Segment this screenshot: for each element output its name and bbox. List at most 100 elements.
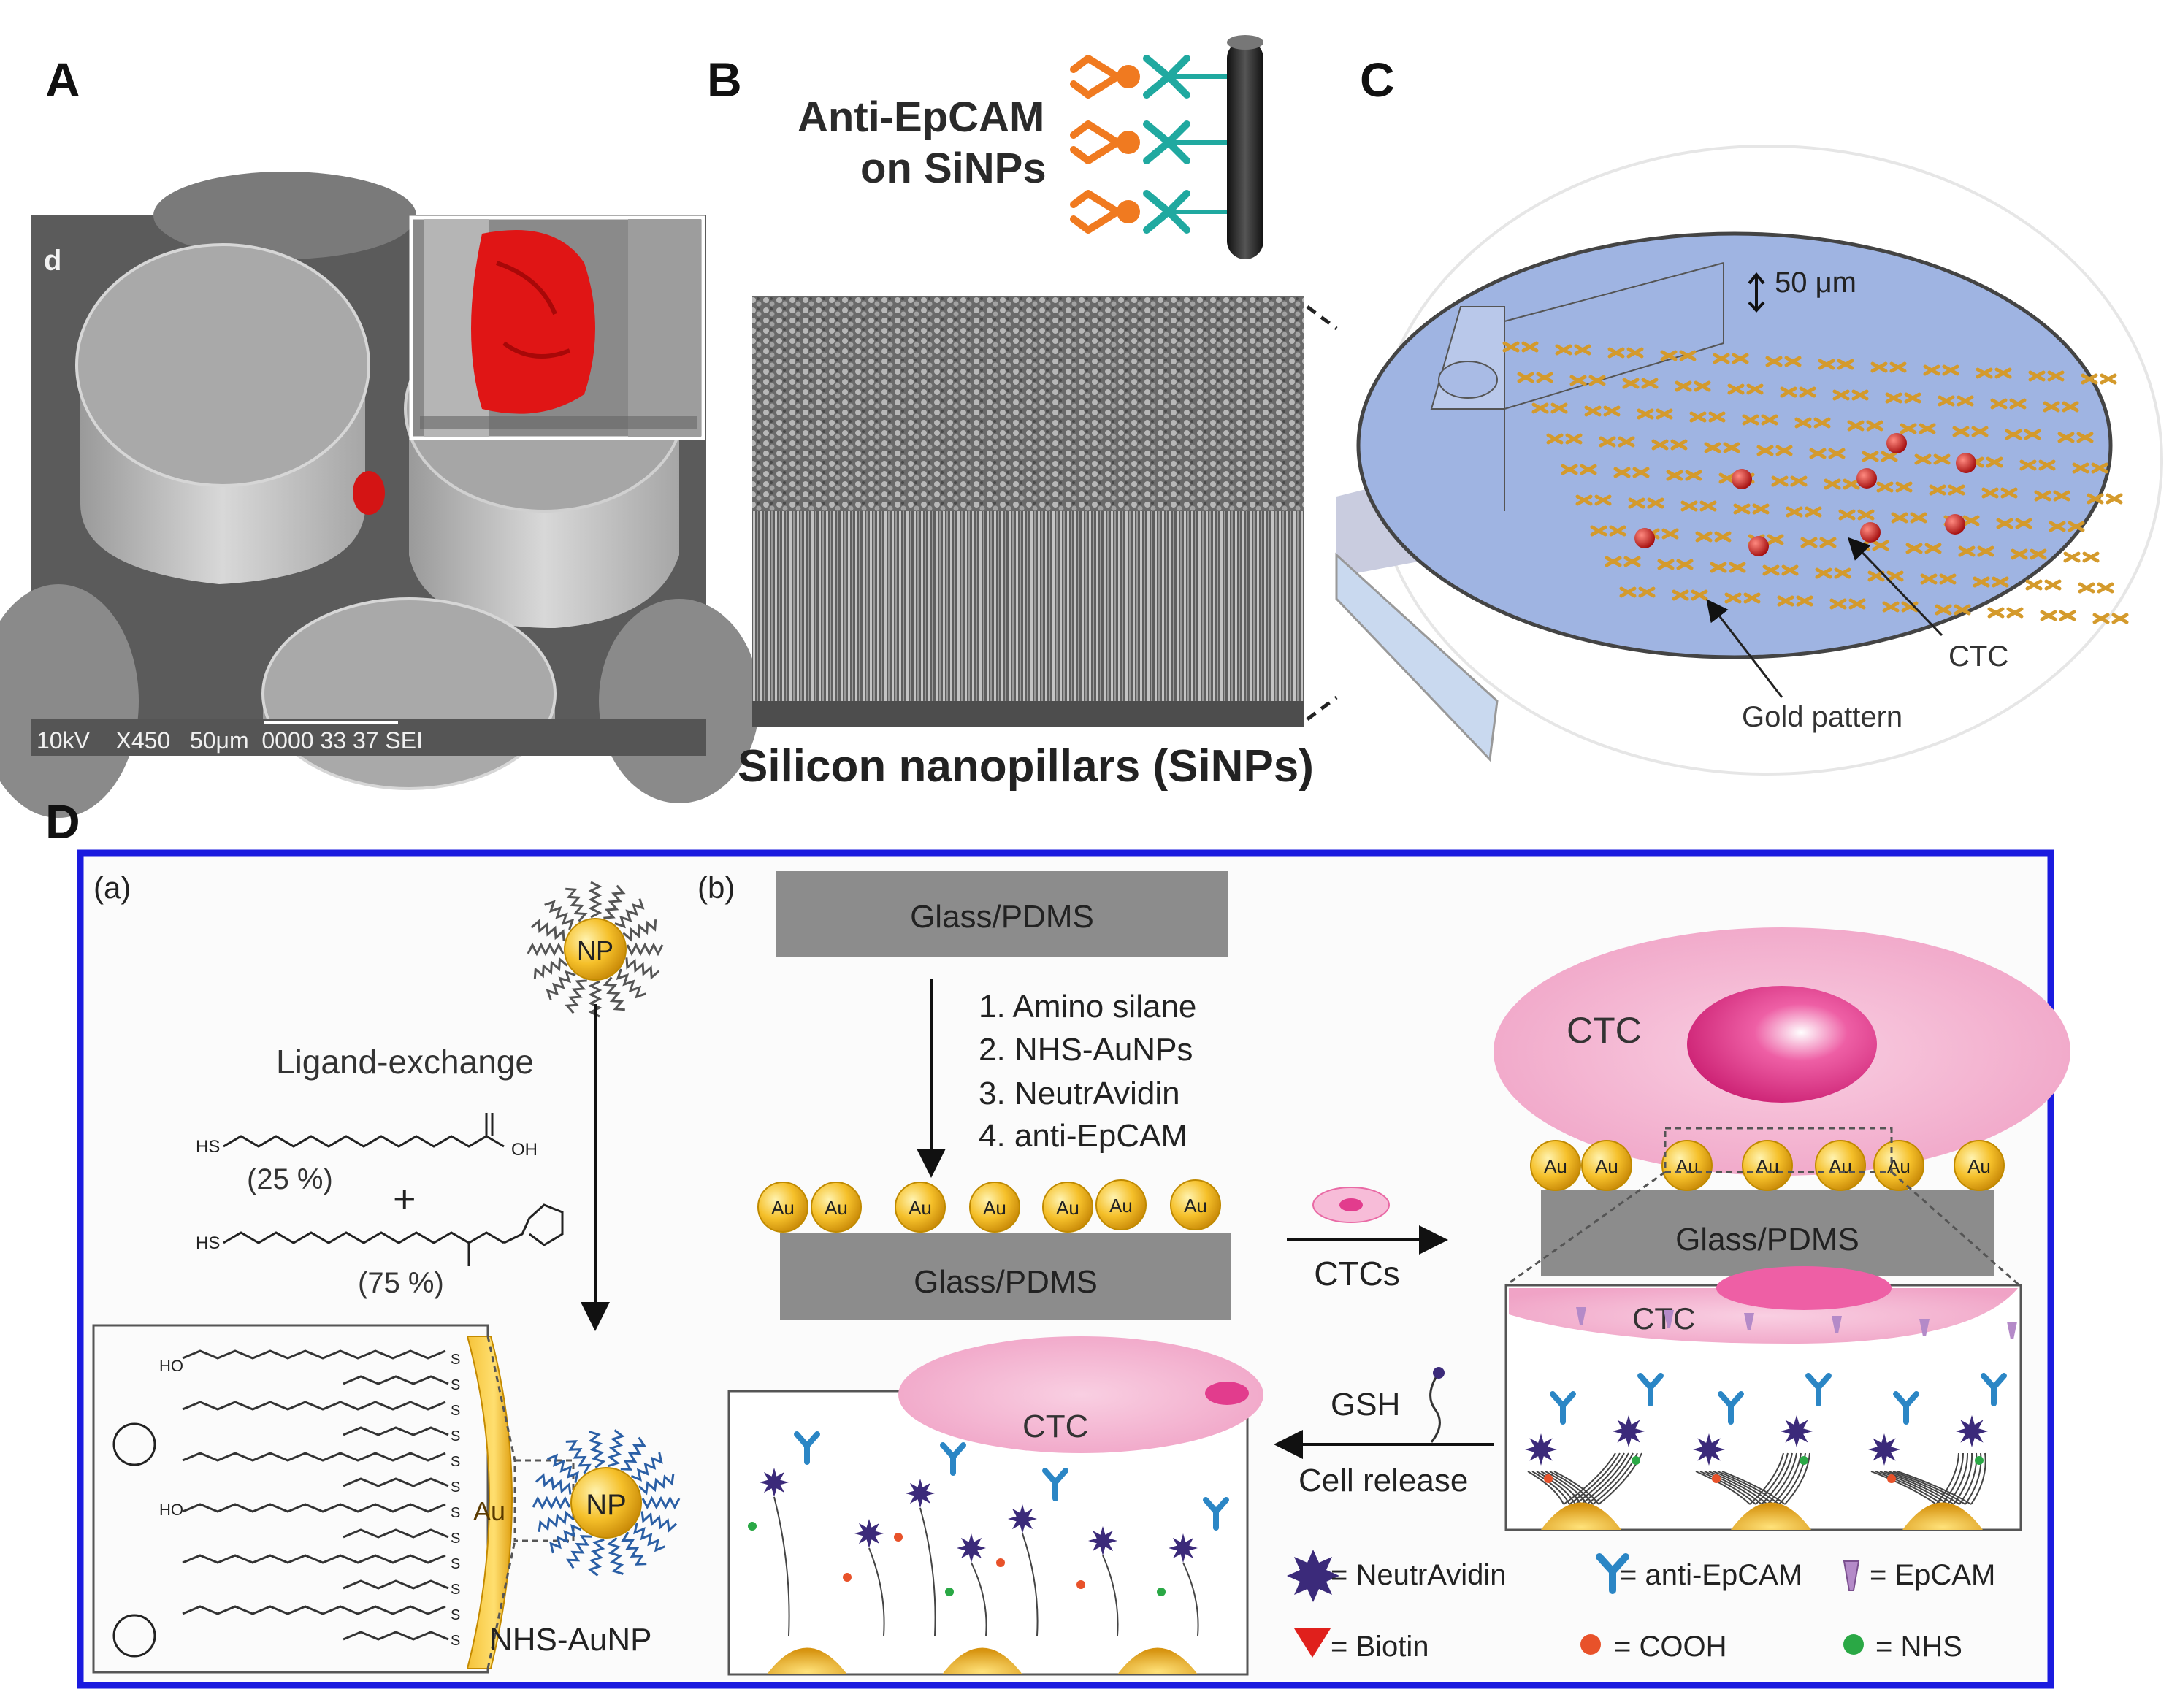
ctc-dot — [1856, 468, 1877, 489]
au-label-mid-5: Au — [1056, 1197, 1079, 1219]
gold-pattern-mark — [1990, 398, 2027, 410]
ligand-wiggle — [625, 957, 660, 980]
gold-pattern-mark — [1672, 589, 1708, 601]
plus-sign: + — [393, 1177, 416, 1221]
panel-b-caption: Silicon nanopillars (SiNPs) — [738, 741, 1314, 792]
nhs-aunp-label: NHS-AuNP — [489, 1622, 652, 1658]
step-4: 4. anti-EpCAM — [979, 1118, 1187, 1154]
gold-pattern-mark — [1695, 531, 1732, 543]
neutravidin-mark — [957, 1533, 986, 1563]
gold-pattern-mark — [1876, 481, 1913, 493]
gold-pattern-mark — [1935, 604, 1971, 616]
tether-mark — [1888, 1471, 1960, 1505]
ligand-wiggle — [588, 1431, 606, 1468]
sub-a-tag: (a) — [93, 870, 131, 905]
tether-mark — [971, 1562, 987, 1636]
gold-pattern-mark — [1882, 601, 1919, 613]
antibody-mark — [1637, 1373, 1664, 1406]
aunp-label: Au — [1967, 1155, 1991, 1177]
gold-pattern-grid — [1502, 341, 2129, 624]
ligand-wiggle — [603, 976, 625, 1011]
gold-pattern-mark — [1599, 436, 1635, 448]
terminal-dot — [1800, 1456, 1808, 1465]
sam-ho-2: HO — [159, 1501, 183, 1519]
gold-pattern-mark — [1976, 367, 2012, 379]
neutravidin-mark — [906, 1479, 935, 1508]
tether-mark — [1755, 1452, 1789, 1505]
aunp — [1873, 1140, 1924, 1191]
pct-75: (75 %) — [358, 1267, 444, 1299]
red-cell — [353, 471, 385, 515]
panel-d: (a) NP Ligand-exchange HS OH (25 %) + HS… — [77, 849, 2070, 1689]
gold-pattern-mark — [1657, 559, 1694, 570]
ligand-wiggle — [640, 1511, 678, 1533]
gold-pattern-mark — [2019, 459, 2056, 471]
panel-letter-d: D — [45, 794, 80, 849]
tether-mark — [1695, 1471, 1751, 1505]
gold-pattern-mark — [2049, 521, 2085, 532]
sam-chain — [343, 1375, 449, 1385]
legend-biotin-label: = Biotin — [1331, 1631, 1429, 1663]
gold-pattern-mark — [2025, 579, 2062, 591]
ligand-wiggle — [532, 1496, 571, 1510]
ligand-wiggle — [620, 1436, 646, 1471]
gold-pattern-mark — [1815, 567, 1851, 579]
sam-ho-1: HO — [159, 1357, 183, 1375]
gold-pattern-mark — [2072, 462, 2108, 474]
legend-epcam-label: = EpCAM — [1870, 1559, 1995, 1591]
ligand-wiggle — [606, 1537, 624, 1575]
terminal-dot — [1076, 1580, 1085, 1589]
gold-pattern-mark — [1920, 573, 1957, 585]
ligand-wiggle — [587, 1538, 605, 1577]
gold-pattern-mark — [2081, 373, 2117, 385]
gold-pattern-mark — [1619, 586, 1656, 598]
neutravidin-mark — [1781, 1415, 1813, 1447]
gold-pattern-mark — [1923, 364, 1959, 376]
sam-chain — [182, 1401, 446, 1411]
gold-pattern-mark — [1818, 359, 1854, 370]
gold-pattern-mark — [1590, 525, 1626, 537]
ligand-wiggle — [549, 1524, 582, 1554]
tether-mark — [1953, 1452, 1973, 1505]
tether-mark — [1879, 1471, 1948, 1505]
gold-pattern-mark — [1622, 378, 1659, 389]
gold-pattern-mark — [1952, 426, 1989, 437]
ctc-big-nucleus — [1687, 986, 1877, 1103]
gold-pattern-mark — [1637, 408, 1673, 420]
gold-pattern-mark — [1780, 386, 1816, 398]
gsh-label: GSH — [1331, 1387, 1400, 1422]
glass-pdms-right-label: Glass/PDMS — [1675, 1222, 1859, 1257]
ligand-wiggle — [527, 942, 565, 957]
ligand1-oh: OH — [511, 1140, 538, 1160]
ligand-wiggle — [633, 1523, 666, 1552]
legend-cooh-label: = COOH — [1614, 1631, 1726, 1663]
np-bottom: NP — [532, 1429, 681, 1577]
terminal-dot — [843, 1573, 852, 1582]
ligand2-hs: HS — [196, 1233, 220, 1253]
tether-mark — [1970, 1452, 1986, 1505]
ligand-wiggle — [546, 970, 576, 1000]
antibody-mark — [940, 1442, 966, 1476]
gold-pattern-mark — [1762, 564, 1799, 576]
gold-pattern-mark — [1555, 344, 1591, 356]
gold-pattern-mark — [2034, 490, 2070, 502]
gold-pattern-mark — [2028, 370, 2065, 382]
aunp — [1815, 1140, 1866, 1191]
tether-mark — [1892, 1471, 1966, 1505]
panel-a: 10kV X450 50μm 0000 33 37 SEI d — [0, 172, 760, 818]
ligand-wiggle — [566, 1535, 592, 1569]
aunp-row-mid: Au Au Au Au Au Au Au — [757, 1179, 1221, 1233]
ligand-wiggle — [614, 898, 645, 929]
gold-pattern-mark — [1651, 439, 1688, 451]
gold-pattern-mark — [1862, 451, 1898, 462]
gold-pattern-mark — [1680, 500, 1717, 512]
au-label-mid-2: Au — [825, 1197, 848, 1219]
ligand-wiggle — [630, 1452, 663, 1482]
neutravidin-mark — [1525, 1433, 1557, 1466]
neutravidin-mark — [1693, 1433, 1725, 1466]
ligand-wiggle — [626, 942, 664, 957]
ligand-wiggle — [565, 979, 587, 1014]
ctc-dot — [1748, 536, 1769, 556]
sem-info-bar: 10kV X450 50μm 0000 33 37 SEI — [37, 727, 423, 754]
